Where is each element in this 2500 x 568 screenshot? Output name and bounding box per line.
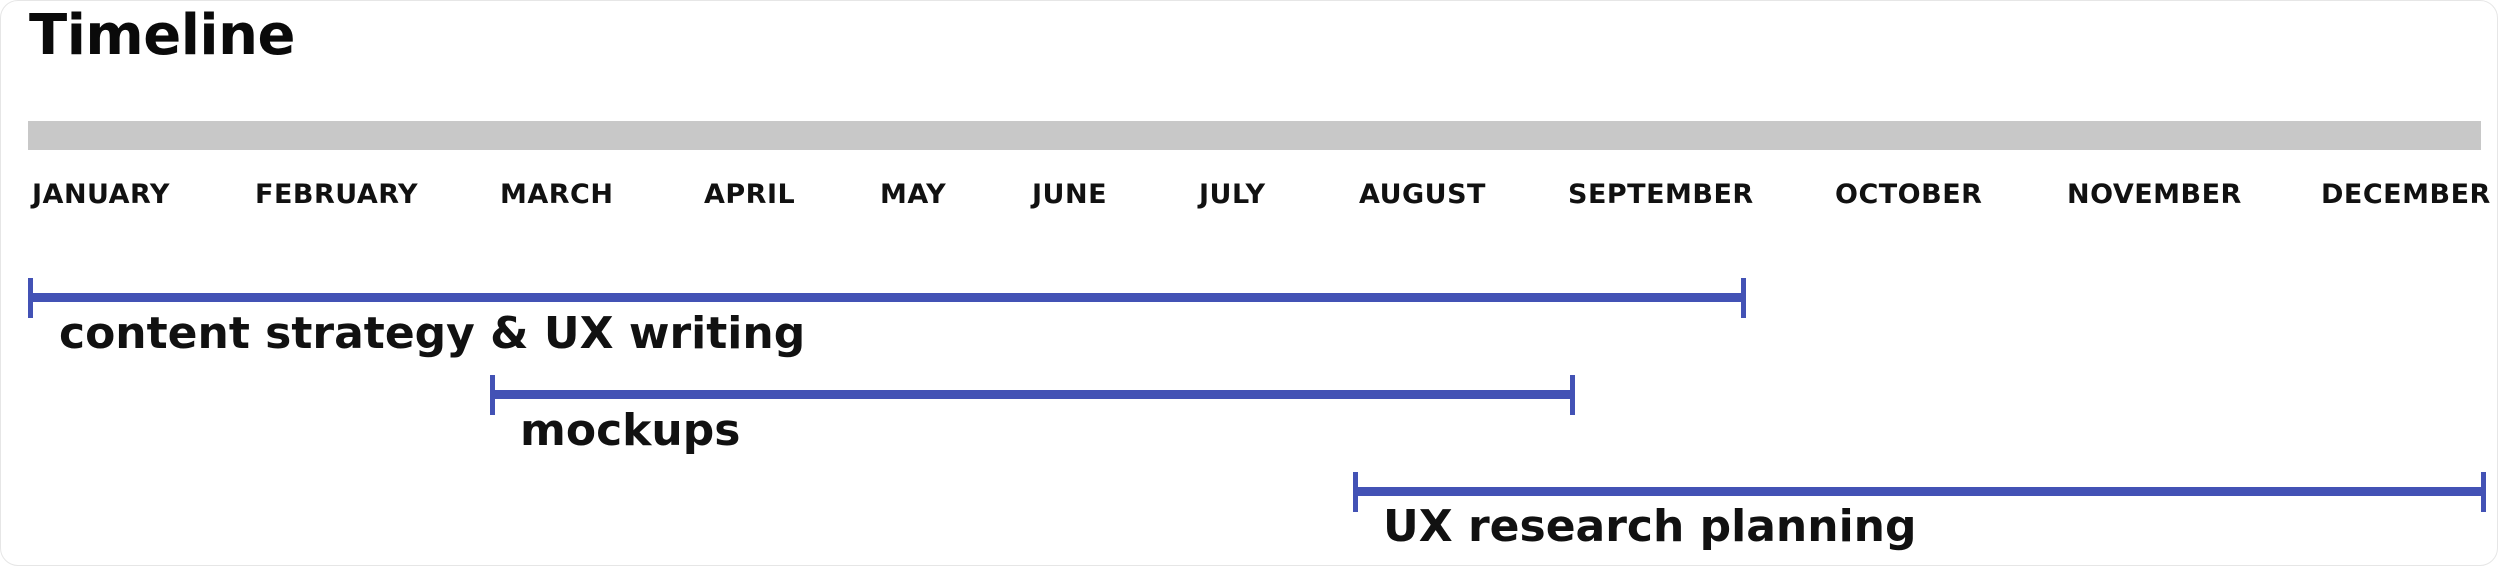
task-label: mockups xyxy=(520,405,741,456)
page-title: Timeline xyxy=(29,3,295,68)
task-bar-start-cap xyxy=(28,278,33,318)
month-label-november: NOVEMBER xyxy=(2067,179,2242,210)
month-label-september: SEPTEMBER xyxy=(1568,179,1754,210)
month-label-june: JUNE xyxy=(1032,179,1108,210)
task-bar-line xyxy=(1354,487,2485,496)
month-label-august: AUGUST xyxy=(1359,179,1486,210)
month-label-february: FEBRUARY xyxy=(255,179,419,210)
task-bar-end-cap xyxy=(1570,375,1575,415)
month-label-october: OCTOBER xyxy=(1835,179,1983,210)
month-label-march: MARCH xyxy=(500,179,614,210)
month-label-april: APRIL xyxy=(704,179,796,210)
task-bar-start-cap xyxy=(1353,472,1358,512)
task-label: UX research planning xyxy=(1383,501,1917,552)
task-bar-start-cap xyxy=(490,375,495,415)
task-bar-line xyxy=(491,390,1575,399)
month-label-july: JULY xyxy=(1199,179,1266,210)
task-bar-end-cap xyxy=(2481,472,2486,512)
timeline-track xyxy=(28,121,2481,150)
month-label-may: MAY xyxy=(880,179,947,210)
task-bar-end-cap xyxy=(1741,278,1746,318)
task-label: content strategy & UX writing xyxy=(59,308,806,359)
month-label-december: DECEMBER xyxy=(2321,179,2491,210)
task-bar-line xyxy=(29,293,1746,302)
month-label-january: JANUARY xyxy=(32,179,170,210)
